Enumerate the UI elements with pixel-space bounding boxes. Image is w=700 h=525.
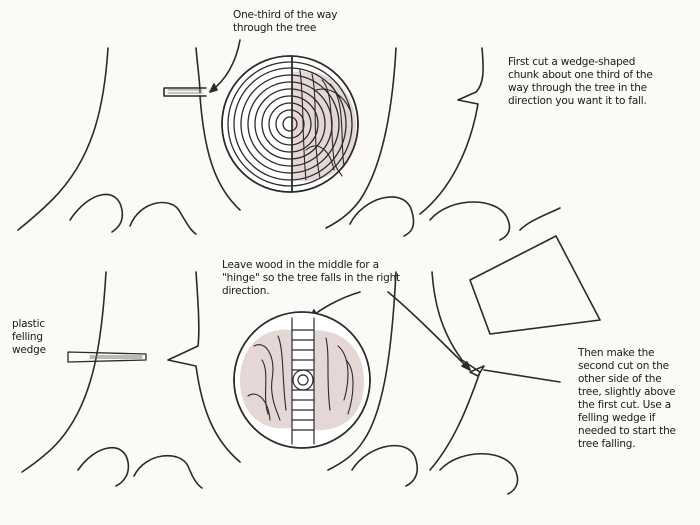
label-plastic-wedge: plastic felling wedge [12,318,72,357]
bottom-cross-section [234,312,370,448]
plastic-wedge [68,352,146,362]
one-third-pointer-head [210,84,217,92]
top-root-far-right-2 [520,208,560,230]
bottom-trunk-inner [168,272,240,462]
bottom-root-far-right [440,454,518,494]
top-root-far-right [430,202,510,240]
falling-trunk [470,236,600,334]
label-first-cut: First cut a wedge-shaped chunk about one… [508,56,698,108]
top-trunk-left-edge [18,48,108,230]
label-second-cut: Then make the second cut on the other si… [578,347,698,451]
top-cross-section [222,56,358,192]
bottom-root-left-2 [134,456,202,488]
top-root-left [70,194,122,232]
bottom-root-left [78,448,128,486]
top-root-left-2 [130,203,196,234]
bottom-root-right [352,446,417,486]
top-root-right [350,197,414,236]
plastic-wedge-shading [90,356,142,358]
top-far-right-trunk [420,48,483,214]
bottom-kerf-line [484,370,560,382]
label-hinge: Leave wood in the middle for a "hinge" s… [222,259,462,298]
second-cut-pointer [388,292,470,370]
top-notch-fill [168,90,202,93]
bottom-trunk-left-edge [22,272,106,472]
label-one-third: One-third of the way through the tree [233,9,383,35]
